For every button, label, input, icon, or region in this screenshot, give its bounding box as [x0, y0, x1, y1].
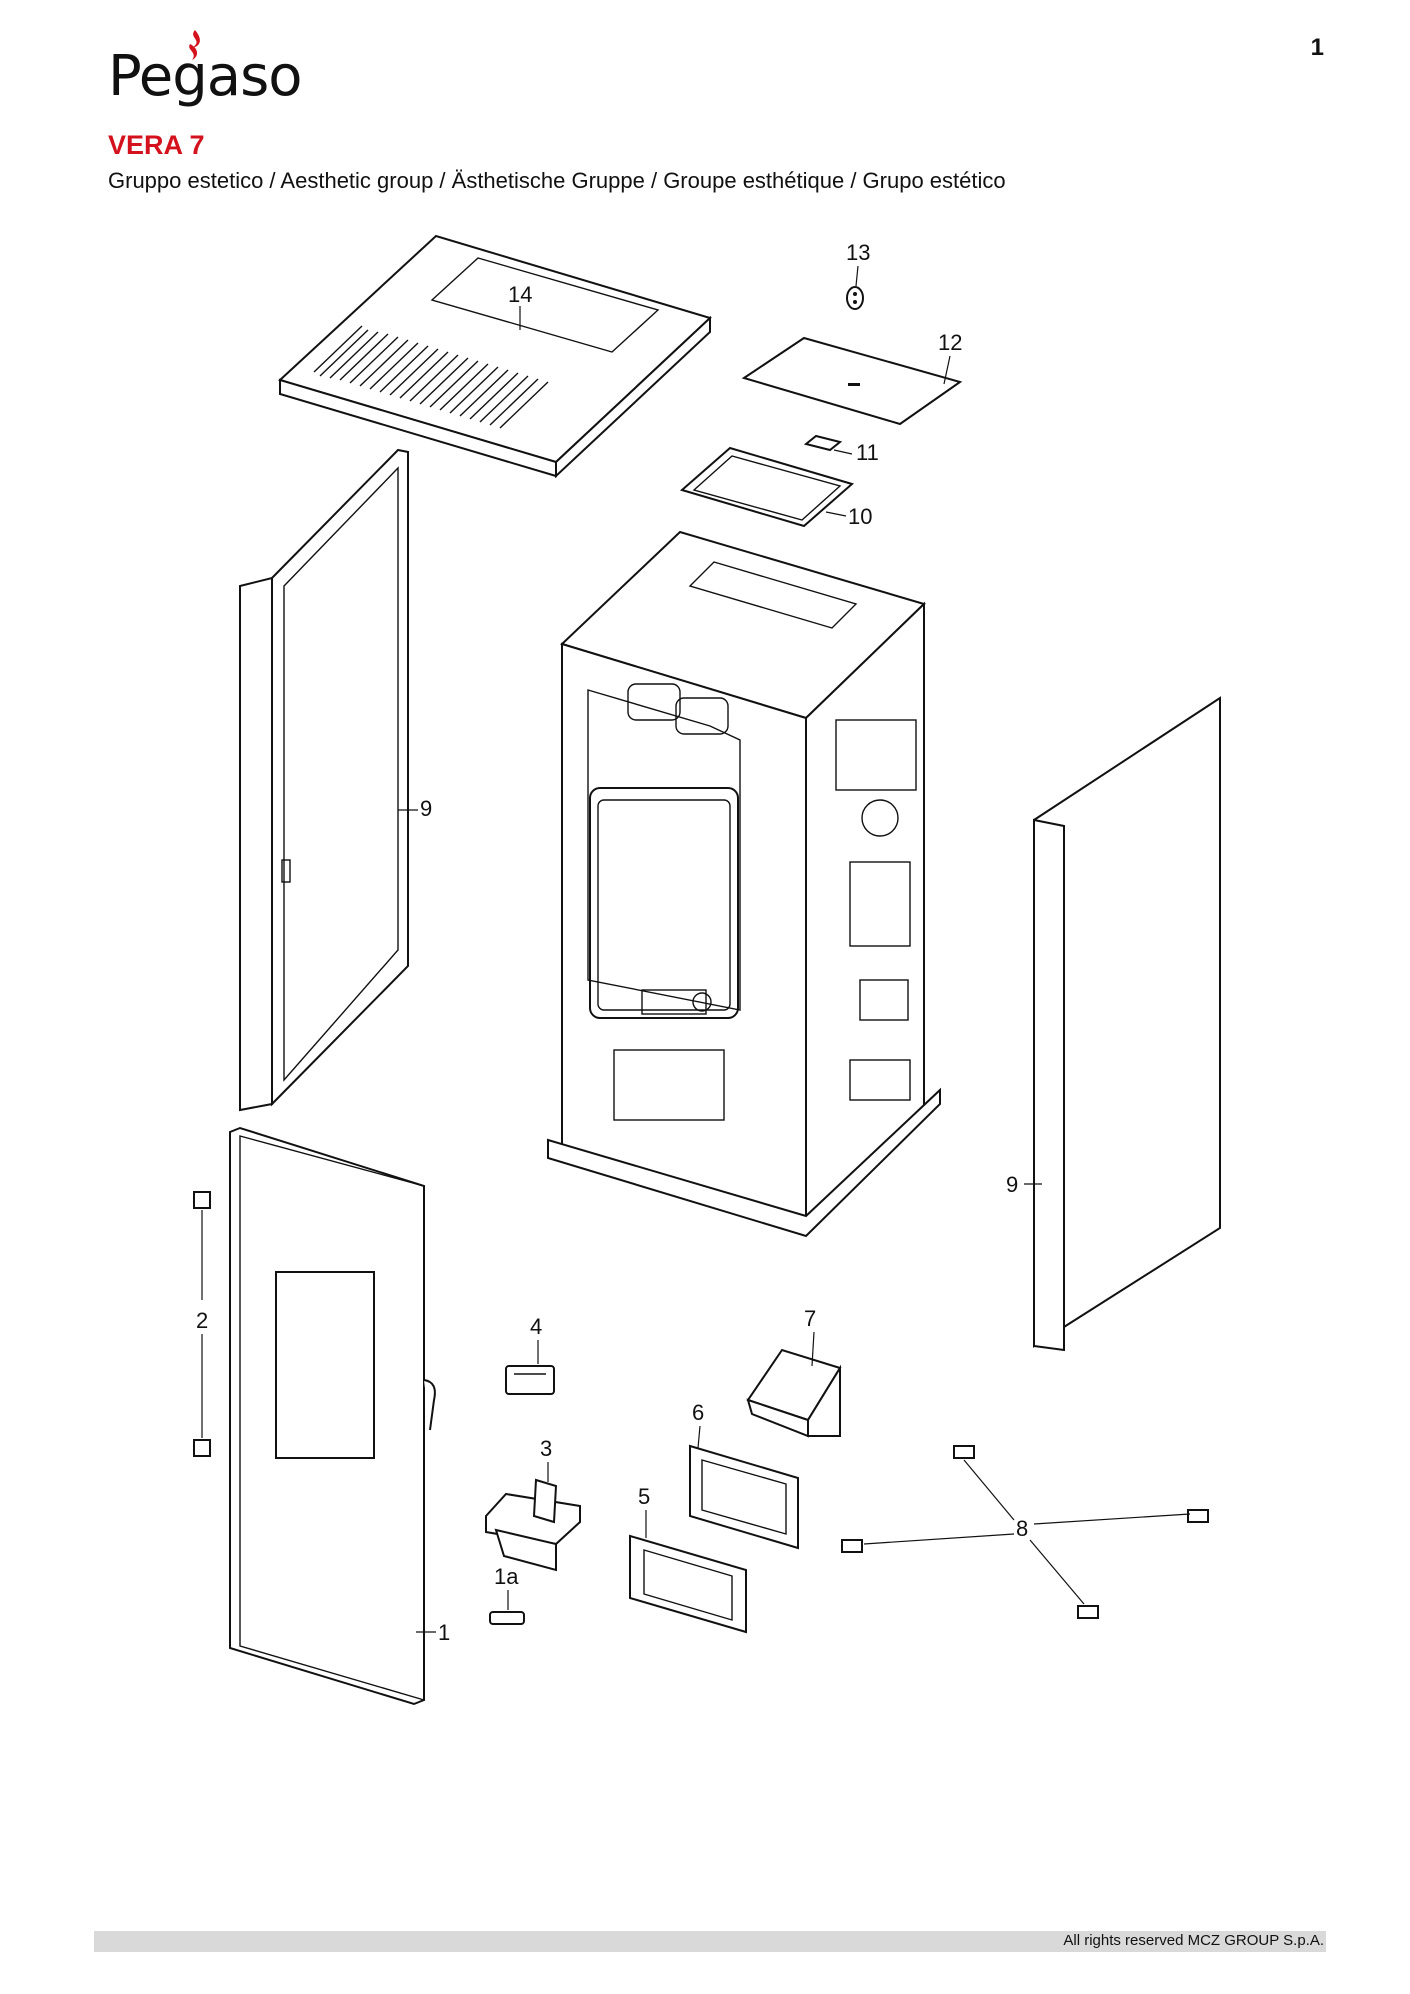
- model-title: VERA 7: [108, 130, 205, 160]
- callout-5: 5: [638, 1484, 650, 1509]
- callout-8: 8: [1016, 1516, 1028, 1541]
- part-11: [803, 434, 843, 452]
- callout-9-left: 9: [420, 796, 432, 821]
- part-stove-body: [547, 530, 941, 1238]
- page-number: 1: [1310, 34, 1324, 61]
- part-deflector: [746, 1348, 842, 1438]
- callout-9-right: 9: [1006, 1172, 1018, 1197]
- logo-text: Pegaso: [108, 44, 303, 109]
- part-hinges: [193, 1191, 211, 1457]
- part-gasket-6: [689, 1444, 799, 1550]
- callout-2: 2: [196, 1308, 208, 1333]
- part-top-lid: [278, 234, 712, 479]
- footer-copyright: All rights reserved MCZ GROUP S.p.A.: [1063, 1932, 1324, 1949]
- part-1a: [489, 1611, 525, 1625]
- callout-10: 10: [848, 504, 872, 529]
- part-side-panel-left: [239, 448, 409, 1112]
- callout-1a: 1a: [494, 1564, 519, 1589]
- callout-6: 6: [692, 1400, 704, 1425]
- callout-7: 7: [804, 1306, 816, 1331]
- part-plate: [741, 336, 963, 426]
- brand-logo: Pegaso: [108, 28, 303, 109]
- part-feet: [841, 1445, 1209, 1619]
- page-subtitle: Gruppo estetico / Aesthetic group / Ästh…: [108, 168, 1006, 193]
- callout-11: 11: [856, 440, 879, 465]
- callout-3: 3: [540, 1436, 552, 1461]
- callout-12: 12: [938, 330, 962, 355]
- part-4: [505, 1365, 555, 1395]
- part-13: [846, 286, 864, 310]
- callout-4: 4: [530, 1314, 542, 1339]
- flame-icon: [189, 30, 200, 60]
- part-door: [229, 1126, 436, 1706]
- callout-14: 14: [508, 282, 532, 307]
- part-plate-5: [629, 1534, 747, 1634]
- callout-13: 13: [846, 240, 870, 265]
- callout-1: 1: [438, 1620, 450, 1645]
- part-gasket-10: [679, 446, 855, 528]
- footer-bar: [94, 1931, 1326, 1952]
- part-brazier: [485, 1478, 581, 1572]
- part-side-panel-right: [1033, 696, 1221, 1352]
